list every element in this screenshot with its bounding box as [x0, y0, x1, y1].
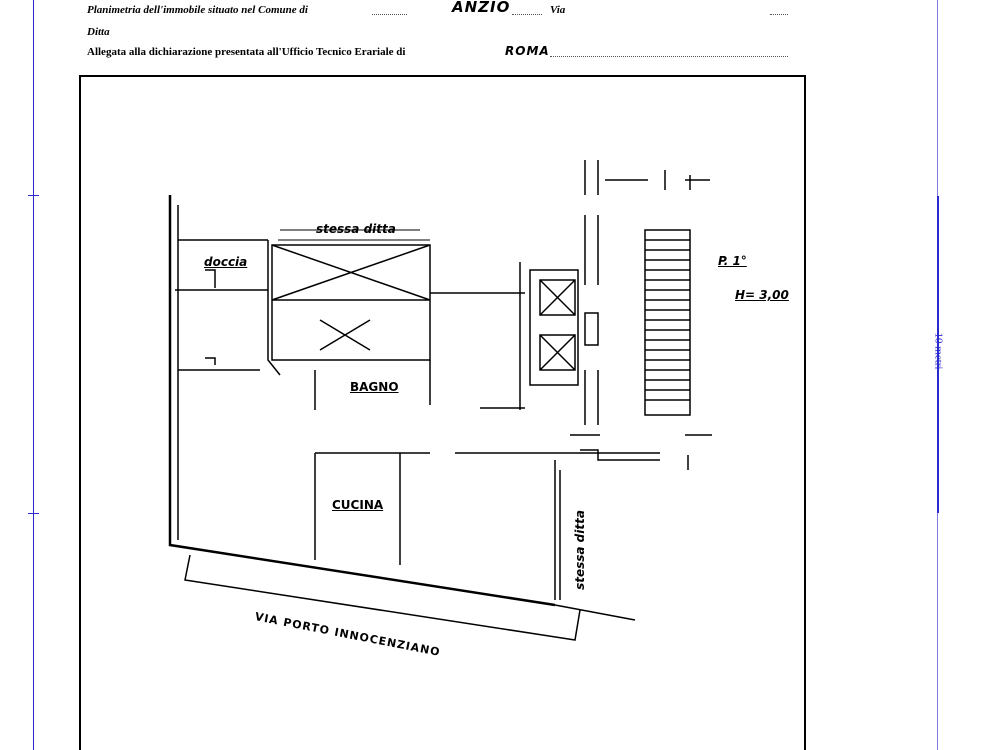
ditta-label: Ditta — [87, 26, 110, 38]
via-label: Via — [550, 4, 566, 16]
dotted-field — [372, 14, 407, 15]
label-floor: P. 1° — [718, 254, 747, 268]
label-top-neighbor: stessa ditta — [316, 222, 396, 236]
dotted-field — [512, 14, 542, 15]
header-line1: Planimetria dell'immobile situato nel Co… — [87, 4, 308, 16]
left-margin-line — [33, 0, 34, 750]
header-line3: Allegata alla dichiarazione presentata a… — [87, 46, 406, 58]
ufficio-value: ROMA — [505, 44, 550, 58]
label-bagno: BAGNO — [350, 380, 399, 394]
tick — [28, 513, 39, 514]
dotted-field — [770, 14, 788, 15]
scale-bar — [937, 196, 939, 513]
tick — [28, 195, 39, 196]
comune-value: ANZIO — [452, 0, 511, 16]
label-side-neighbor: stessa ditta — [572, 510, 587, 590]
dotted-field — [550, 56, 788, 57]
label-cucina: CUCINA — [332, 498, 384, 512]
label-height: H= 3,00 — [735, 288, 789, 302]
label-doccia: doccia — [204, 255, 248, 269]
